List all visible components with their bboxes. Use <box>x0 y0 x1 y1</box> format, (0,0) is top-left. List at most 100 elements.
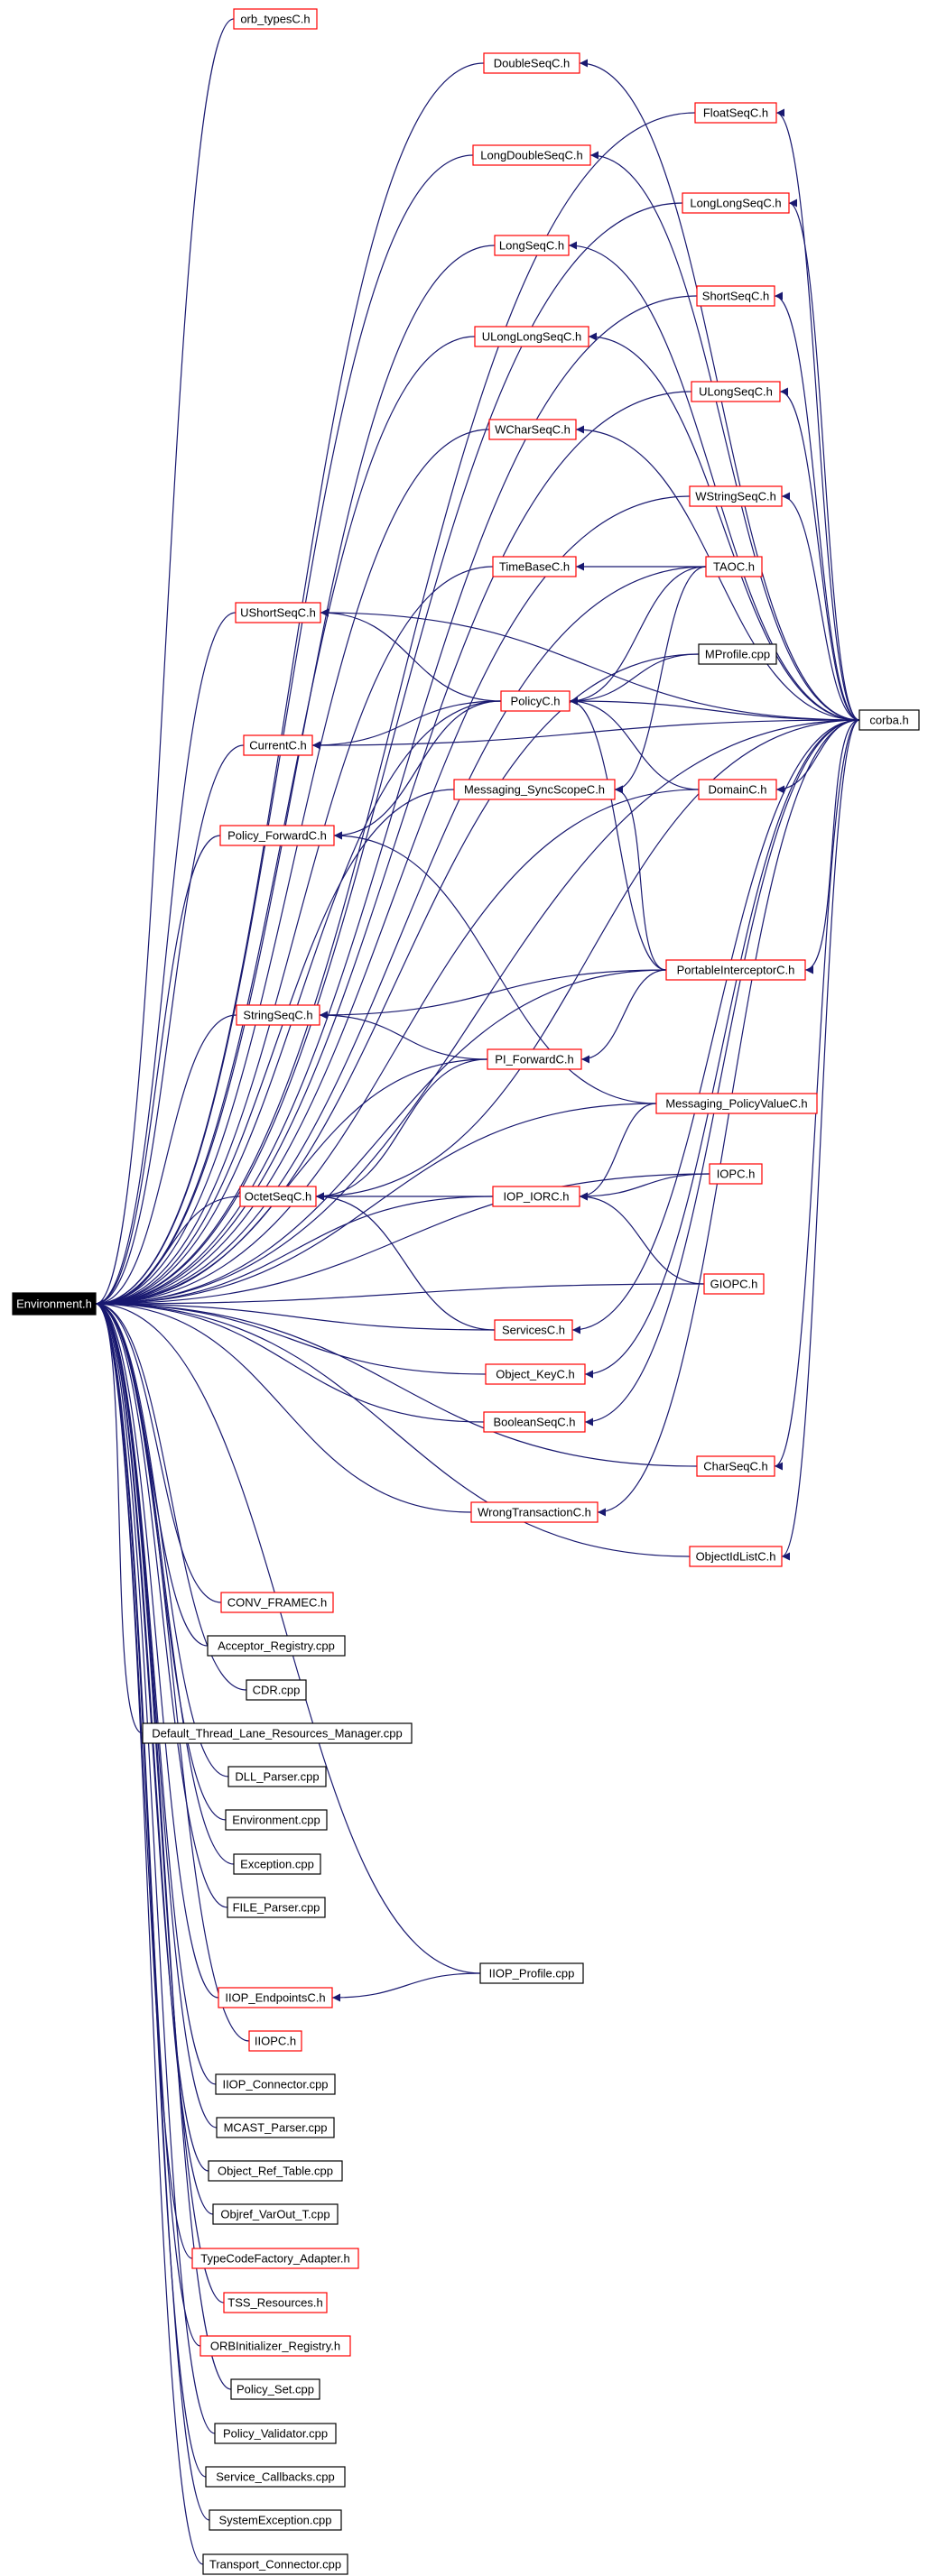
node-service-callbacks-cpp: Service_Callbacks.cpp <box>205 2466 346 2488</box>
node-ushortseqc-h[interactable]: UShortSeqC.h <box>235 602 321 623</box>
edge-environment_h-to-IIOPC_h <box>95 1299 250 2042</box>
edge-environment_h-to-TypeCodeFactory_Adapter_h <box>95 1299 193 2259</box>
edge-environment_h-to-CONV_FRAMEC_h <box>95 1299 222 1603</box>
node-taoc-h[interactable]: TAOC.h <box>705 556 763 577</box>
node-box <box>485 1363 586 1385</box>
node-objectidlistc-h[interactable]: ObjectIdListC.h <box>689 1546 783 1567</box>
node-tss-resources-h[interactable]: TSS_Resources.h <box>223 2292 328 2313</box>
edge-environment_h-to-Messaging_PolicyValueC_h <box>95 1103 657 1308</box>
edge-WrongTransactionC_h-to-corba_h <box>597 719 860 1517</box>
node-box <box>500 690 571 712</box>
node-giopc-h[interactable]: GIOPC.h <box>703 1273 765 1295</box>
edge-environment_h-to-PI_ForwardC_h <box>95 1058 488 1308</box>
node-label: Messaging_SyncScopeC.h <box>464 783 605 797</box>
node-label: IIOP_EndpointsC.h <box>225 1991 325 2005</box>
node-ulongseqc-h[interactable]: ULongSeqC.h <box>691 381 781 402</box>
node-label: FloatSeqC.h <box>703 106 768 120</box>
node-doubleseqc-h[interactable]: DoubleSeqC.h <box>483 52 580 74</box>
node-transport-connector-cpp: Transport_Connector.cpp <box>202 2553 348 2575</box>
node-currentc-h[interactable]: CurrentC.h <box>243 734 313 756</box>
node-wstringseqc-h[interactable]: WStringSeqC.h <box>689 485 783 507</box>
node-iopc-h[interactable]: IOPC.h <box>709 1163 763 1185</box>
node-orbinitializer-registry-h[interactable]: ORBInitializer_Registry.h <box>200 2335 351 2357</box>
edge-LongSeqC_h-to-corba_h <box>568 241 860 721</box>
node-mprofile-cpp: MProfile.cpp <box>698 643 777 665</box>
node-timebasec-h[interactable]: TimeBaseC.h <box>492 556 577 577</box>
node-messaging-policyvaluec-h[interactable]: Messaging_PolicyValueC.h <box>655 1093 818 1114</box>
node-label: PortableInterceptorC.h <box>677 964 795 977</box>
edge-PolicyC_h-to-corba_h <box>569 697 860 721</box>
node-orb-typesc-h[interactable]: orb_typesC.h <box>233 8 318 30</box>
node-label: StringSeqC.h <box>243 1009 312 1022</box>
edge-environment_h-to-Objref_VarOut_T_cpp <box>95 1299 214 2215</box>
node-label: OctetSeqC.h <box>245 1190 311 1204</box>
node-stringseqc-h[interactable]: StringSeqC.h <box>236 1004 320 1026</box>
edge-environment_h-to-CurrentC_h <box>95 744 245 1308</box>
node-pi-forwardc-h[interactable]: PI_ForwardC.h <box>487 1048 582 1070</box>
node-label: Exception.cpp <box>240 1858 314 1871</box>
node-ulonglongseqc-h[interactable]: ULongLongSeqC.h <box>474 326 589 347</box>
node-box <box>233 1853 321 1875</box>
edge-environment_h-to-ServicesC_h <box>95 1299 496 1331</box>
node-octetseqc-h[interactable]: OctetSeqC.h <box>239 1186 317 1207</box>
node-label: DoubleSeqC.h <box>494 57 571 70</box>
edge-environment_h-to-SystemException_cpp <box>95 1299 210 2521</box>
node-label: DLL_Parser.cpp <box>235 1770 319 1784</box>
node-box <box>488 419 577 440</box>
node-iop-iorc-h[interactable]: IOP_IORC.h <box>492 1186 580 1207</box>
node-box <box>12 1292 97 1316</box>
node-label: Acceptor_Registry.cpp <box>218 1639 335 1653</box>
edge-environment_h-to-Policy_Set_cpp <box>95 1299 232 2390</box>
node-policy-forwardc-h[interactable]: Policy_ForwardC.h <box>219 825 335 846</box>
node-box <box>487 1048 582 1070</box>
node-label: DomainC.h <box>708 783 766 797</box>
edge-environment_h-to-MProfile_cpp <box>95 653 700 1308</box>
edge-StringSeqC_h-to-PortableInterceptorC_h <box>319 969 667 1020</box>
node-domainc-h[interactable]: DomainC.h <box>698 779 777 800</box>
node-label: LongLongSeqC.h <box>690 197 781 210</box>
edge-environment_h-to-TAOC_h <box>95 566 707 1308</box>
node-typecodefactory-adapter-h[interactable]: TypeCodeFactory_Adapter.h <box>191 2248 359 2269</box>
edge-UShortSeqC_h-to-corba_h <box>320 608 860 721</box>
edge-Object_KeyC_h-to-corba_h <box>584 719 860 1379</box>
edge-environment_h-to-PolicyC_h <box>95 700 502 1308</box>
node-wrongtransactionc-h[interactable]: WrongTransactionC.h <box>470 1501 599 1523</box>
node-label: IOPC.h <box>717 1168 756 1181</box>
node-wcharseqc-h[interactable]: WCharSeqC.h <box>488 419 577 440</box>
edge-environment_h-to-ShortSeqC_h <box>95 295 698 1308</box>
edge-ObjectIdListC_h-to-corba_h <box>781 719 860 1561</box>
node-shortseqc-h[interactable]: ShortSeqC.h <box>696 285 775 307</box>
node-policyc-h[interactable]: PolicyC.h <box>500 690 571 712</box>
edge-ULongSeqC_h-to-corba_h <box>779 387 860 721</box>
node-portableinterceptorc-h[interactable]: PortableInterceptorC.h <box>665 959 806 981</box>
edge-OctetSeqC_h-to-corba_h <box>315 719 860 1201</box>
node-charseqc-h[interactable]: CharSeqC.h <box>696 1455 775 1477</box>
node-messaging-syncscopec-h[interactable]: Messaging_SyncScopeC.h <box>453 779 616 800</box>
node-box <box>474 326 589 347</box>
node-longlongseqc-h[interactable]: LongLongSeqC.h <box>682 192 790 214</box>
edge-environment_h-to-Policy_Validator_cpp <box>95 1299 216 2434</box>
node-iiop-endpointsc-h[interactable]: IIOP_EndpointsC.h <box>218 1987 333 2008</box>
node-box <box>235 602 321 623</box>
node-box <box>492 1186 580 1207</box>
node-label: ULongSeqC.h <box>699 385 773 399</box>
node-servicesc-h[interactable]: ServicesC.h <box>494 1319 573 1341</box>
node-policy-set-cpp: Policy_Set.cpp <box>230 2378 320 2400</box>
node-booleanseqc-h[interactable]: BooleanSeqC.h <box>483 1411 586 1433</box>
node-longseqc-h[interactable]: LongSeqC.h <box>494 235 570 256</box>
node-box <box>665 959 806 981</box>
node-object-keyc-h[interactable]: Object_KeyC.h <box>485 1363 586 1385</box>
node-conv-framec-h[interactable]: CONV_FRAMEC.h <box>220 1592 334 1613</box>
edge-Messaging_SyncScopeC_h-to-TAOC_h <box>614 566 707 794</box>
edge-layer <box>95 18 860 2565</box>
node-label: WCharSeqC.h <box>495 423 571 437</box>
node-iiopc-h[interactable]: IIOPC.h <box>248 2030 302 2052</box>
node-label: CDR.cpp <box>253 1684 301 1697</box>
node-longdoubleseqc-h[interactable]: LongDoubleSeqC.h <box>472 144 591 166</box>
node-file-parser-cpp: FILE_Parser.cpp <box>227 1897 326 1918</box>
node-box <box>655 1093 818 1114</box>
node-label: Objref_VarOut_T.cpp <box>220 2208 329 2221</box>
node-floatseqc-h[interactable]: FloatSeqC.h <box>694 102 777 124</box>
node-label: CharSeqC.h <box>703 1460 768 1473</box>
node-label: BooleanSeqC.h <box>493 1416 575 1429</box>
